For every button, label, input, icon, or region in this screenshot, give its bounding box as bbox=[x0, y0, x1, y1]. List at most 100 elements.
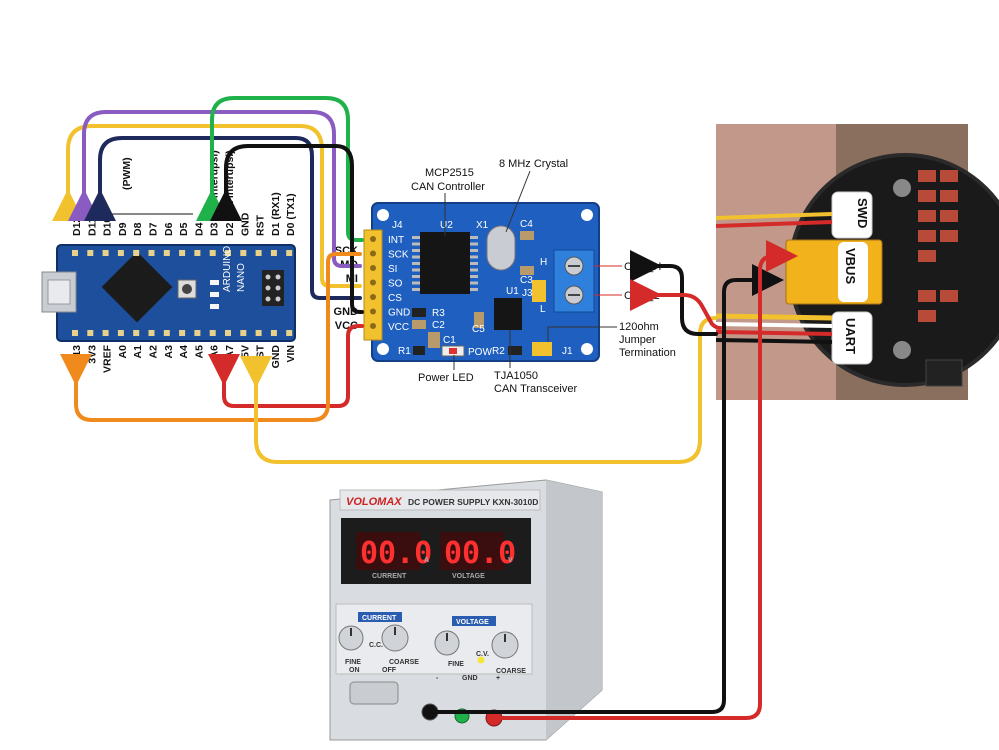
wire-d12-so bbox=[52, 124, 362, 288]
uart-label: UART bbox=[843, 318, 858, 354]
wire-d10-cs bbox=[84, 136, 362, 300]
arduino-bottom-pin-label: D13 bbox=[71, 345, 83, 364]
voltage-unit: V bbox=[508, 557, 513, 564]
psu-brand: VOLOMAX bbox=[346, 496, 402, 508]
arduino-top-pin-label: D9 bbox=[117, 222, 129, 236]
wire-5v-vcc bbox=[208, 324, 364, 408]
voltage-fine-knob[interactable] bbox=[434, 630, 460, 656]
arduino-top-pin-label: RST bbox=[255, 214, 267, 236]
arduino-bottom-pin-label: A6 bbox=[209, 345, 221, 359]
wire-gnd-gnd bbox=[210, 144, 364, 314]
power-led-annotation: Power LED bbox=[418, 372, 474, 384]
crystal-annotation: 8 MHz Crystal bbox=[499, 158, 568, 170]
current-fine-knob[interactable] bbox=[338, 625, 364, 651]
r3-label: R3 bbox=[432, 308, 445, 319]
transceiver-annotation-line1: TJA1050 bbox=[494, 370, 538, 382]
voltage-caption: VOLTAGE bbox=[452, 573, 485, 580]
current-unit: A bbox=[424, 557, 429, 564]
arduino-bottom-pin-label: RST bbox=[255, 344, 267, 366]
terminal-h-label: H bbox=[540, 257, 547, 268]
on-label: ON bbox=[349, 667, 360, 674]
arduino-top-pin-label: D0 (TX1) bbox=[285, 193, 297, 236]
arduino-top-pin-label: D10 bbox=[102, 217, 114, 236]
pwm-label: (PWM) bbox=[121, 157, 133, 190]
mcp-pin-label: SI bbox=[388, 264, 397, 275]
arduino-board bbox=[56, 244, 296, 342]
current-coarse-knob[interactable] bbox=[381, 624, 409, 652]
arduino-nano: ARDUINO NANO bbox=[41, 244, 296, 342]
current-caption: CURRENT bbox=[372, 573, 407, 580]
arduino-bottom-pin-label: VIN bbox=[285, 345, 297, 363]
current-display: 00.0 bbox=[360, 536, 432, 571]
wire-gnd-uart bbox=[240, 316, 718, 464]
cv-indicator-led-icon bbox=[477, 656, 485, 664]
off-label: OFF bbox=[382, 667, 397, 674]
x1-label: X1 bbox=[476, 220, 489, 231]
voltage-display: 00.0 bbox=[444, 536, 516, 571]
voltage-knob-group: VOLTAGE bbox=[456, 619, 489, 626]
mcp-pin-label: GND bbox=[388, 308, 410, 319]
arduino-top-pin-label: D6 bbox=[163, 222, 175, 236]
current-knob-group: CURRENT bbox=[362, 615, 397, 622]
power-switch[interactable] bbox=[349, 681, 399, 705]
u1-label: U1 bbox=[506, 286, 519, 297]
wire-psu-positive bbox=[492, 240, 798, 720]
wire-can-l bbox=[630, 279, 722, 330]
arduino-top-pin-label: D5 bbox=[178, 222, 190, 236]
terminal-l-label: L bbox=[540, 304, 546, 315]
mcp-pin-label: SCK bbox=[388, 250, 409, 261]
jumper-annotation-line3: Termination bbox=[619, 347, 676, 359]
transceiver-annotation-line2: CAN Transceiver bbox=[494, 383, 577, 395]
jumper-annotation-line1: 120ohm bbox=[619, 321, 659, 333]
minus-label: - bbox=[436, 675, 439, 682]
mcp-pin-label: VCC bbox=[388, 322, 409, 333]
wires bbox=[52, 96, 798, 720]
mcp2515-chip-icon bbox=[420, 232, 470, 294]
arduino-bottom-pin-label: A3 bbox=[163, 345, 175, 359]
arduino-top-pin-label: D1 (RX1) bbox=[270, 192, 282, 236]
psu-model: DC POWER SUPPLY KXN-3010D bbox=[408, 497, 538, 507]
voltage-coarse-knob[interactable] bbox=[491, 631, 519, 659]
cc-label: C.C. bbox=[369, 642, 383, 649]
arduino-top-pin-label: D8 bbox=[132, 222, 144, 236]
arduino-bottom-pin-label: A7 bbox=[224, 345, 236, 359]
arduino-top-pin-label: D12 bbox=[71, 217, 83, 236]
arduino-bottom-pin-label: A1 bbox=[132, 345, 144, 359]
c3-label: C3 bbox=[520, 275, 533, 286]
icsp-header-icon bbox=[262, 270, 284, 306]
wire-d11-si bbox=[68, 110, 362, 268]
tja1050-chip-icon bbox=[494, 298, 522, 330]
wire-d13-sck bbox=[60, 252, 362, 422]
svg-text:ARDUINO: ARDUINO bbox=[222, 246, 233, 292]
arduino-bottom-pin-label: 5V bbox=[239, 345, 251, 358]
wire-can-h bbox=[630, 250, 718, 336]
voltage-coarse-label: COARSE bbox=[496, 668, 526, 675]
arduino-bottom-pin-label: VREF bbox=[102, 344, 114, 373]
j1-label: J1 bbox=[562, 346, 573, 357]
controller-annotation-line2: CAN Controller bbox=[411, 181, 485, 193]
jumper-annotation-line2: Jumper bbox=[619, 334, 656, 346]
swd-label: SWD bbox=[855, 198, 870, 228]
arduino-top-pin-label: D11 bbox=[86, 217, 98, 236]
reset-button-icon bbox=[182, 284, 192, 294]
voltage-fine-label: FINE bbox=[448, 661, 464, 668]
cv-label: C.V. bbox=[476, 651, 489, 658]
arduino-bottom-pin-label: GND bbox=[270, 345, 282, 369]
arduino-bottom-pin-label: A5 bbox=[193, 345, 205, 359]
current-fine-label: FINE bbox=[345, 659, 361, 666]
r2-label: R2 bbox=[492, 346, 505, 357]
arduino-bottom-pin-label: A4 bbox=[178, 345, 190, 359]
pow-label: POW bbox=[468, 347, 492, 358]
crystal-icon bbox=[486, 225, 516, 271]
plus-label: + bbox=[496, 675, 500, 682]
uart-connector-icon bbox=[831, 311, 873, 365]
dc-power-supply: VOLOMAX DC POWER SUPPLY KXN-3010D 00.0 A… bbox=[329, 479, 603, 741]
current-coarse-label: COARSE bbox=[389, 659, 419, 666]
c1-label: C1 bbox=[443, 335, 456, 346]
j3-label: J3 bbox=[522, 288, 533, 299]
c2-label: C2 bbox=[432, 320, 445, 331]
